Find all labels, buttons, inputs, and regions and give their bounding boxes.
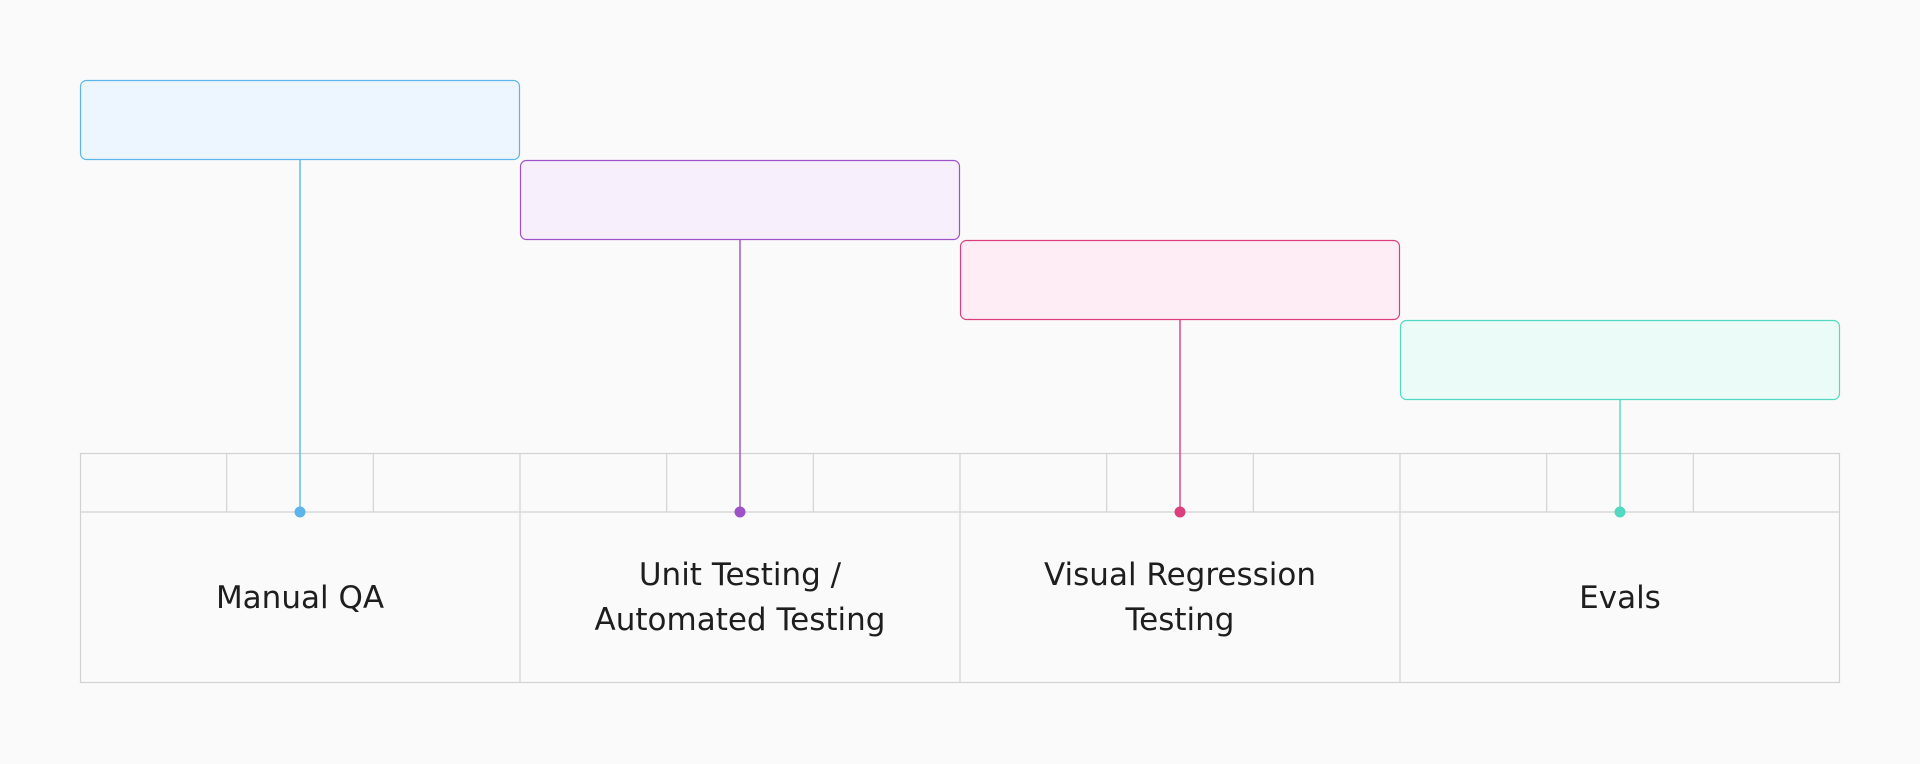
stage-dot-unit-testing (734, 506, 746, 518)
stage-label-visual-regression: Visual Regression Testing (1044, 557, 1316, 638)
stage-box-evals (1399, 319, 1841, 401)
stage-dot-manual-qa (294, 506, 306, 518)
stage-label-evals: Evals (1579, 579, 1661, 616)
stage-dot-visual-regression (1174, 506, 1186, 518)
stage-box-unit-testing (519, 159, 961, 241)
stage-label-manual-qa: Manual QA (215, 579, 385, 616)
stage-box-visual-regression (959, 239, 1401, 321)
stage-box-manual-qa (79, 79, 521, 161)
stage-label-unit-testing: Unit Testing / Automated Testing (594, 557, 886, 638)
stage-dot-evals (1614, 506, 1626, 518)
